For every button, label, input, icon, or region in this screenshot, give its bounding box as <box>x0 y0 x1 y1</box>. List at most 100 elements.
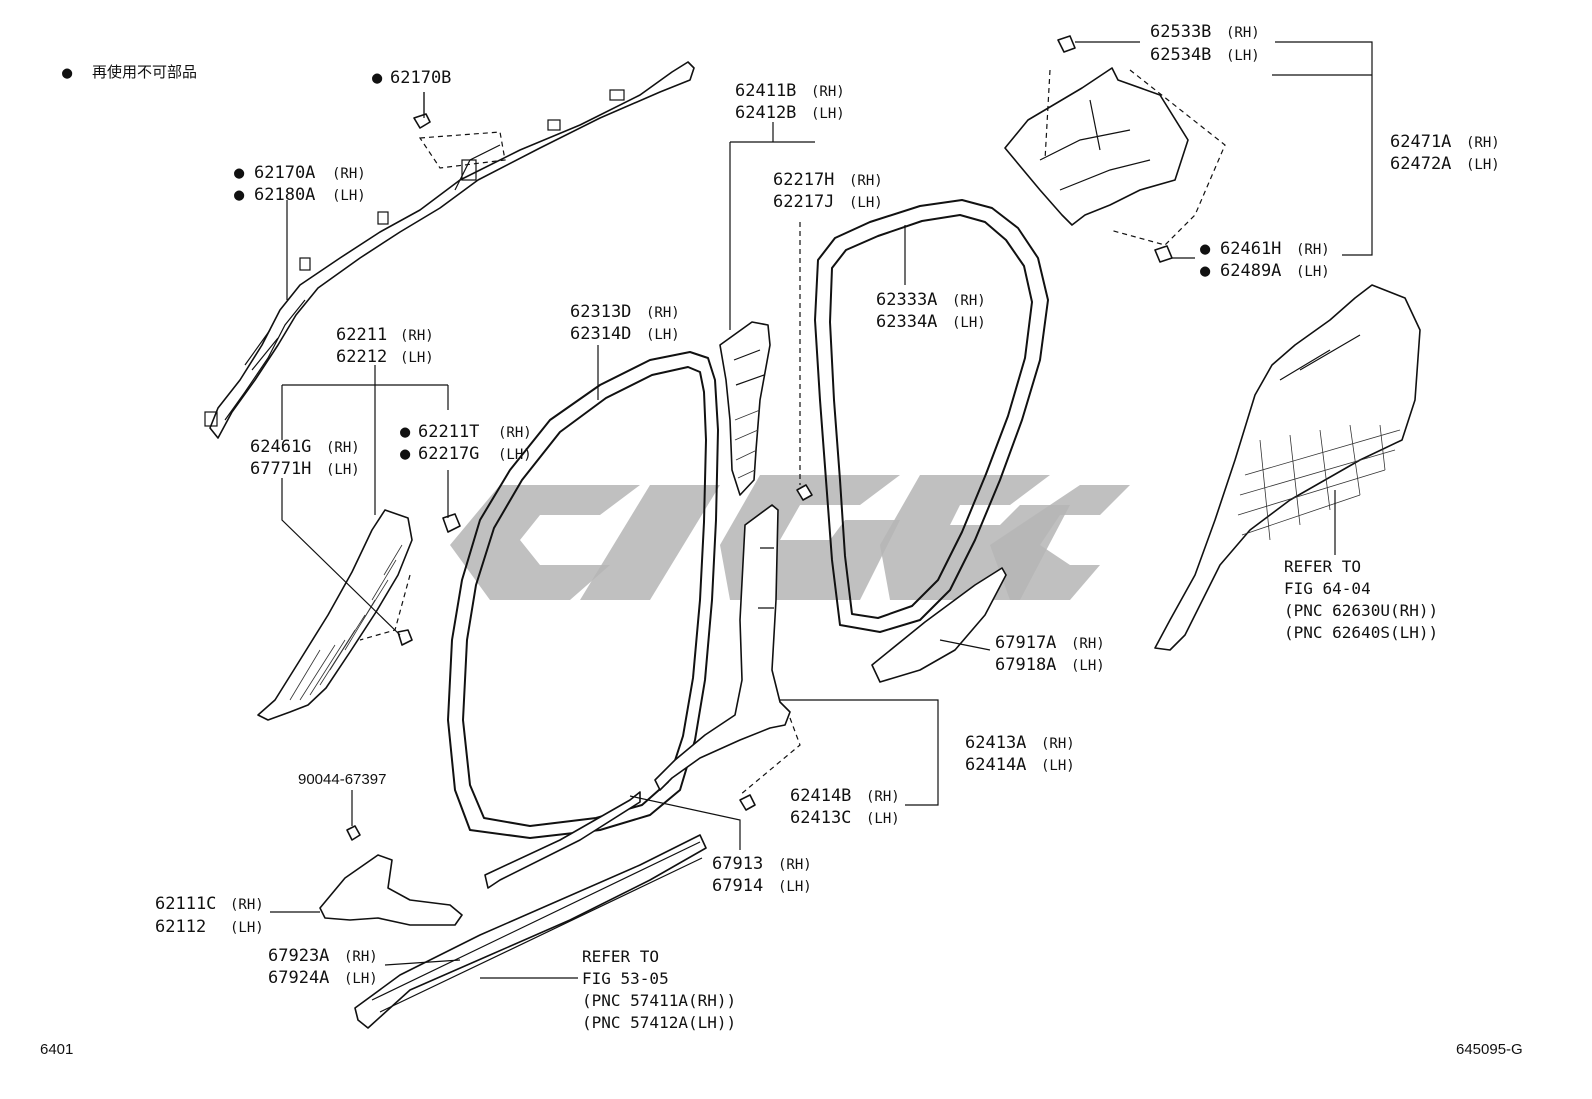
b-pillar-upper-garnish <box>719 321 771 496</box>
callout-bullet: ● <box>1200 261 1211 281</box>
callout-bullet: ● <box>400 444 411 464</box>
side-suffix: (LH) <box>1071 658 1105 674</box>
rear-door-weatherstrip <box>814 199 1049 633</box>
part-number: 62111C <box>155 894 216 914</box>
front-scuff-plate-inner <box>484 791 641 889</box>
callout-62170b[interactable]: ● 62170B <box>372 68 451 88</box>
part-number: 67924A <box>268 968 329 988</box>
side-suffix: (LH) <box>849 195 883 211</box>
callout-62411b[interactable]: 62411B (RH) 62412B (LH) <box>735 81 845 123</box>
a-pillar-garnish <box>257 509 461 721</box>
reference-line: (PNC 57411A(RH)) <box>582 991 736 1010</box>
callout-67917a[interactable]: 67917A (RH) 67918A (LH) <box>995 633 1105 675</box>
callout-67923a[interactable]: 67923A (RH) 67924A (LH) <box>268 946 378 988</box>
side-suffix: (RH) <box>1296 242 1330 258</box>
side-suffix: (RH) <box>1071 636 1105 652</box>
part-number: 62461G <box>250 437 311 457</box>
b-pillar-lower-garnish <box>654 222 813 811</box>
part-number: 62217J <box>773 192 834 212</box>
callout-62461g[interactable]: 62461G (RH) 67771H (LH) <box>250 437 360 479</box>
part-number: 62534B <box>1150 45 1211 65</box>
callout-62313d[interactable]: 62313D (RH) 62314D (LH) <box>570 302 680 344</box>
reference-line: REFER TO <box>582 947 659 966</box>
part-number: 62180A <box>254 185 315 205</box>
part-number: 62533B <box>1150 22 1211 42</box>
quarter-upper-trim <box>1004 35 1226 263</box>
side-suffix: (RH) <box>849 173 883 189</box>
rocker-panel-outer <box>354 834 707 1029</box>
reference-line: FIG 53-05 <box>582 969 669 988</box>
side-suffix: (RH) <box>1466 135 1500 151</box>
figure-code: 645095-G <box>1456 1041 1523 1058</box>
part-number: 62414B <box>790 786 851 806</box>
side-suffix: (RH) <box>952 293 986 309</box>
callout-bullet: ● <box>400 422 411 442</box>
callout-62533b[interactable]: 62533B (RH) 62534B (LH) <box>1150 22 1260 65</box>
side-suffix: (LH) <box>498 447 532 463</box>
side-suffix: (LH) <box>1296 264 1330 280</box>
callout-62211t[interactable]: ● 62211T (RH) ● 62217G (LH) <box>400 422 532 464</box>
reference-line: (PNC 62640S(LH)) <box>1284 623 1438 642</box>
callout-67913[interactable]: 67913 (RH) 67914 (LH) <box>712 854 812 896</box>
part-number: 90044-67397 <box>298 771 386 788</box>
part-number: 62489A <box>1220 261 1281 281</box>
callout-bullet: ● <box>234 163 245 183</box>
callout-62471a[interactable]: 62471A (RH) 62472A (LH) <box>1390 132 1500 174</box>
part-number: 62414A <box>965 755 1026 775</box>
cowl-side-trim <box>319 825 463 926</box>
callout-62217h[interactable]: 62217H (RH) 62217J (LH) <box>773 170 883 212</box>
part-number: 62413A <box>965 733 1026 753</box>
side-suffix: (RH) <box>498 425 532 441</box>
reference-line: FIG 64-04 <box>1284 579 1371 598</box>
side-suffix: (LH) <box>1041 758 1075 774</box>
reference-line: (PNC 62630U(RH)) <box>1284 601 1438 620</box>
part-number: 62211 <box>336 325 387 345</box>
page-code: 6401 <box>40 1041 73 1058</box>
part-number: 67771H <box>250 459 311 479</box>
side-suffix: (RH) <box>332 166 366 182</box>
side-suffix: (RH) <box>230 897 264 913</box>
callout-62211[interactable]: 62211 (RH) 62212 (LH) <box>336 325 434 367</box>
part-number: 67914 <box>712 876 763 896</box>
rear-scuff-plate <box>871 567 1007 683</box>
callout-62170a[interactable]: ● 62170A (RH) ● 62180A (LH) <box>234 163 366 205</box>
curtain-airbag-assembly <box>204 61 695 439</box>
part-number: 62461H <box>1220 239 1281 259</box>
side-suffix: (LH) <box>646 327 680 343</box>
reference-note-fig-64-04[interactable]: REFER TO FIG 64-04 (PNC 62630U(RH)) (PNC… <box>1284 557 1438 642</box>
reference-note-fig-53-05[interactable]: REFER TO FIG 53-05 (PNC 57411A(RH)) (PNC… <box>582 947 736 1032</box>
side-suffix: (LH) <box>344 971 378 987</box>
part-number: 67918A <box>995 655 1056 675</box>
side-suffix: (RH) <box>646 305 680 321</box>
callout-bullet: ● <box>234 185 245 205</box>
callout-62413a[interactable]: 62413A (RH) 62414A (LH) <box>965 733 1075 775</box>
callout-62111c[interactable]: 62111C (RH) 62112 (LH) <box>155 894 264 937</box>
part-number: 62314D <box>570 324 631 344</box>
side-suffix: (RH) <box>1041 736 1075 752</box>
part-number: 62412B <box>735 103 796 123</box>
part-number: 67917A <box>995 633 1056 653</box>
legend-text: 再使用不可部品 <box>92 64 197 81</box>
leader-lines <box>270 41 1373 979</box>
callout-62461h[interactable]: ● 62461H (RH) ● 62489A (LH) <box>1200 239 1330 281</box>
side-suffix: (LH) <box>866 811 900 827</box>
callout-90044[interactable]: 90044-67397 <box>298 771 386 788</box>
callout-62414b[interactable]: 62414B (RH) 62413C (LH) <box>790 786 900 828</box>
side-suffix: (LH) <box>400 350 434 366</box>
callout-bullet: ● <box>1200 239 1211 259</box>
part-number: 62411B <box>735 81 796 101</box>
watermark-logo <box>450 475 1130 600</box>
side-suffix: (RH) <box>866 789 900 805</box>
part-number: 62217H <box>773 170 834 190</box>
part-number: 62170A <box>254 163 315 183</box>
part-number: 62212 <box>336 347 387 367</box>
side-suffix: (LH) <box>326 462 360 478</box>
legend: ● 再使用不可部品 <box>62 63 197 83</box>
part-number: 62170B <box>390 68 451 88</box>
callout-62333a[interactable]: 62333A (RH) 62334A (LH) <box>876 290 986 332</box>
side-suffix: (RH) <box>344 949 378 965</box>
part-number: 62334A <box>876 312 937 332</box>
side-suffix: (LH) <box>778 879 812 895</box>
